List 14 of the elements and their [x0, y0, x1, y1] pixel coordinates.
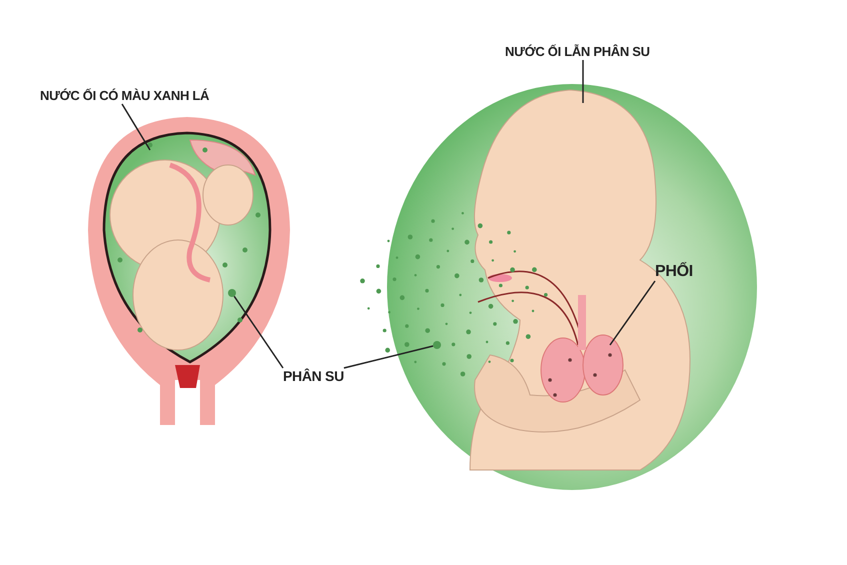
callout-label: PHỔI [655, 262, 693, 281]
leader-line [121, 104, 151, 150]
callout-label: PHÂN SU [283, 368, 344, 385]
amniotic-fluid [102, 132, 272, 364]
lung-drawing [540, 295, 624, 402]
callout-label: NƯỚC ỐI CÓ MÀU XANH LÁ [40, 88, 210, 104]
callout-label: NƯỚC ỐI LẪN PHÂN SU [505, 44, 650, 60]
meconium-dot [433, 341, 441, 349]
leader-line [344, 345, 434, 369]
leader-line [234, 296, 284, 368]
leader-line [582, 60, 584, 103]
leader-line [609, 280, 656, 346]
amniotic-sac [360, 84, 757, 490]
meconium-dot [228, 289, 236, 297]
